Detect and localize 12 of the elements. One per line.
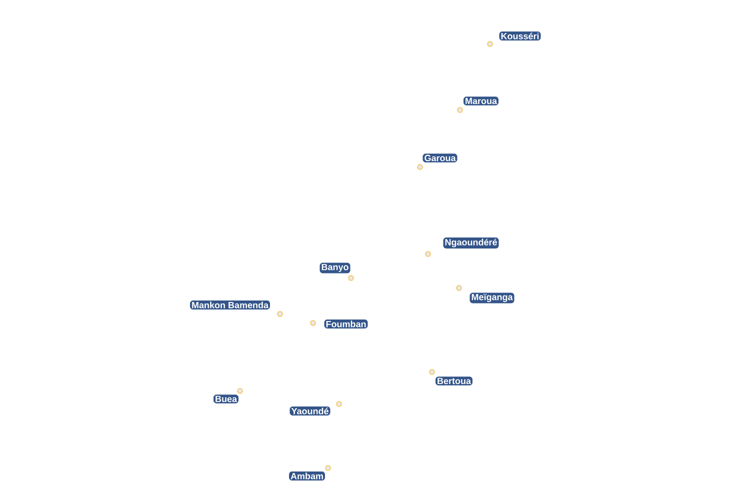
city-label: Ngaoundéré bbox=[443, 238, 499, 248]
city-label: Bertoua bbox=[436, 376, 472, 386]
city-label: Foumban bbox=[324, 319, 368, 328]
city-label: Ambam bbox=[289, 471, 325, 480]
city-label: Kousséri bbox=[499, 31, 541, 41]
city-label: Mankon Bamenda bbox=[190, 300, 270, 310]
city-label: Maroua bbox=[464, 96, 498, 106]
city-label: Buea bbox=[214, 394, 238, 404]
city-label: Banyo bbox=[320, 262, 350, 274]
city-label: Yaoundé bbox=[290, 406, 330, 416]
city-label: Meïganga bbox=[470, 292, 514, 304]
city-label: Garoua bbox=[422, 154, 458, 162]
